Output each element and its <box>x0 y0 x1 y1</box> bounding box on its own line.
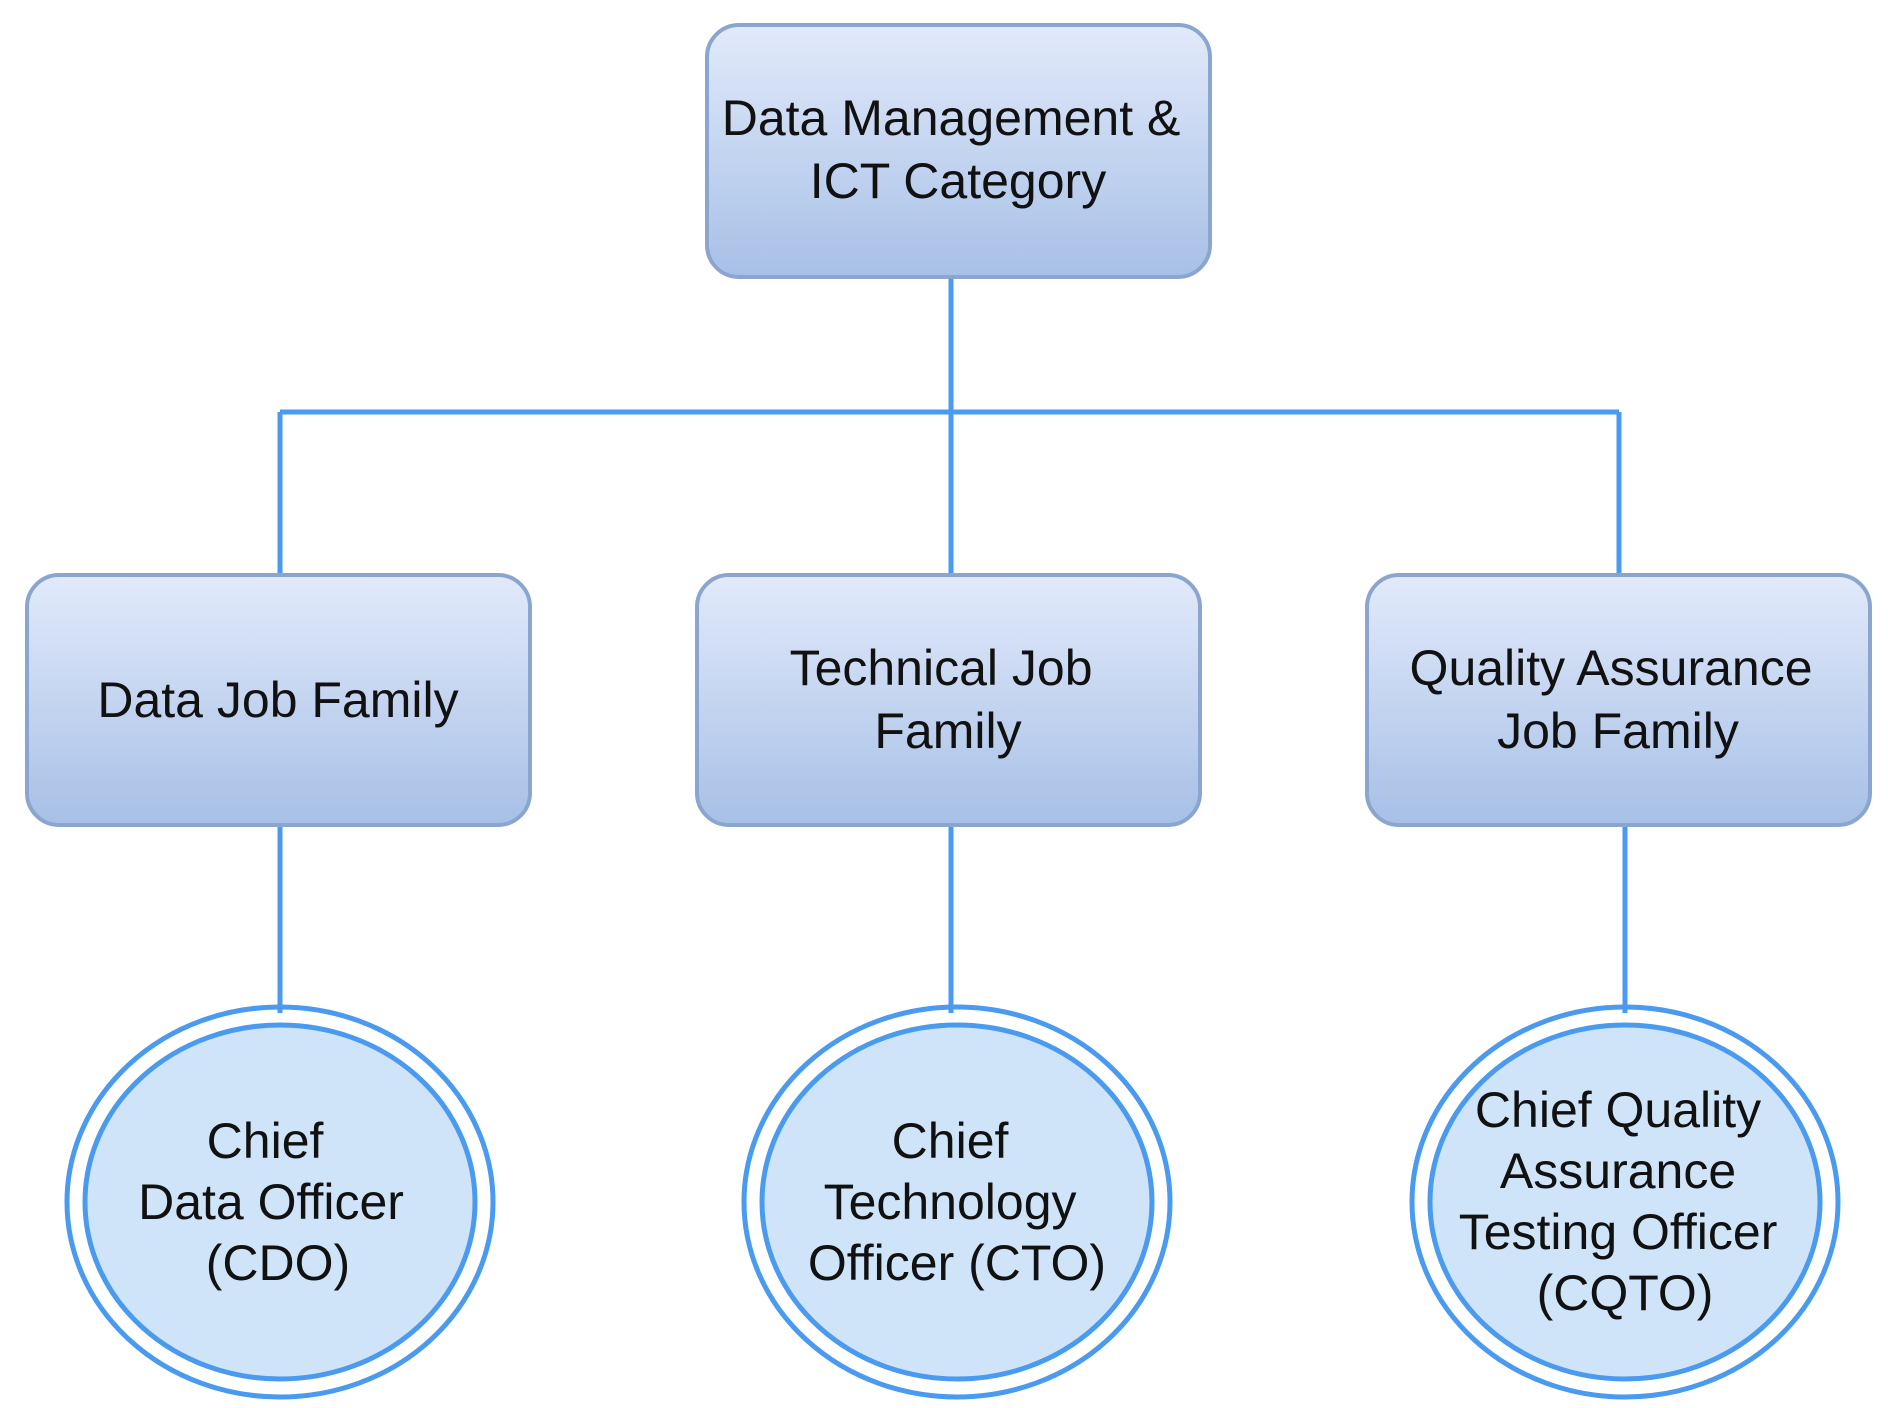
officer-node-label: Chief Quality Assurance Testing Officer … <box>1459 1082 1792 1321</box>
officer-node-label-line: Assurance <box>1500 1143 1736 1199</box>
family-node-label-line: Technical Job <box>790 640 1093 696</box>
officer-node-label-line: Data Officer <box>138 1174 404 1230</box>
officer-node-outer-ring <box>741 1004 1173 1400</box>
root-node-label-line: Data Management & <box>722 90 1181 146</box>
root-node-label-line: ICT Category <box>810 153 1106 209</box>
officer-node-inner-ring <box>82 1022 478 1382</box>
officer-node-label-line: (CQTO) <box>1537 1265 1714 1321</box>
family-node-technical: Technical Job Family <box>695 573 1202 827</box>
family-node-data: Data Job Family <box>25 573 532 827</box>
officer-node-label-line: (CDO) <box>206 1235 350 1291</box>
officer-node-label-line: Chief Quality <box>1475 1082 1761 1138</box>
family-node-label: Data Job Family <box>97 672 458 728</box>
officer-node-label-line: Chief <box>207 1113 324 1169</box>
root-node: Data Management & ICT Category <box>705 23 1212 279</box>
officer-node-outer-ring <box>1409 1004 1841 1400</box>
family-node-label-line: Job Family <box>1497 703 1739 759</box>
officer-node-label: Chief Technology Officer (CTO) <box>808 1113 1106 1291</box>
officer-node-label-line: Testing Officer <box>1459 1204 1778 1260</box>
officer-node-cto: Chief Technology Officer (CTO) <box>741 1004 1173 1400</box>
family-node-label: Technical Job Family <box>790 640 1107 759</box>
officer-node-inner-ring <box>759 1022 1155 1382</box>
officer-node-label: Chief Data Officer (CDO) <box>138 1113 418 1291</box>
connectors <box>277 276 1628 1013</box>
officer-node-cdo: Chief Data Officer (CDO) <box>64 1004 496 1400</box>
family-node-quality-assurance: Quality Assurance Job Family <box>1365 573 1872 827</box>
officer-node-cqto: Chief Quality Assurance Testing Officer … <box>1409 1004 1841 1400</box>
family-node-label: Quality Assurance Job Family <box>1410 640 1827 759</box>
officer-node-label-line: Officer (CTO) <box>808 1235 1106 1291</box>
family-node-label-line: Quality Assurance <box>1410 640 1813 696</box>
officer-node-label-line: Chief <box>892 1113 1009 1169</box>
root-node-box <box>705 23 1212 279</box>
officer-node-inner-ring <box>1427 1022 1823 1382</box>
officer-node-label-line: Technology <box>824 1174 1077 1230</box>
root-node-label: Data Management & ICT Category <box>722 90 1195 209</box>
officer-node-outer-ring <box>64 1004 496 1400</box>
family-node-label-line: Family <box>874 703 1021 759</box>
family-node-box <box>1365 573 1872 827</box>
family-node-box <box>695 573 1202 827</box>
family-node-box <box>25 573 532 827</box>
family-node-label-line: Data Job Family <box>97 672 458 728</box>
